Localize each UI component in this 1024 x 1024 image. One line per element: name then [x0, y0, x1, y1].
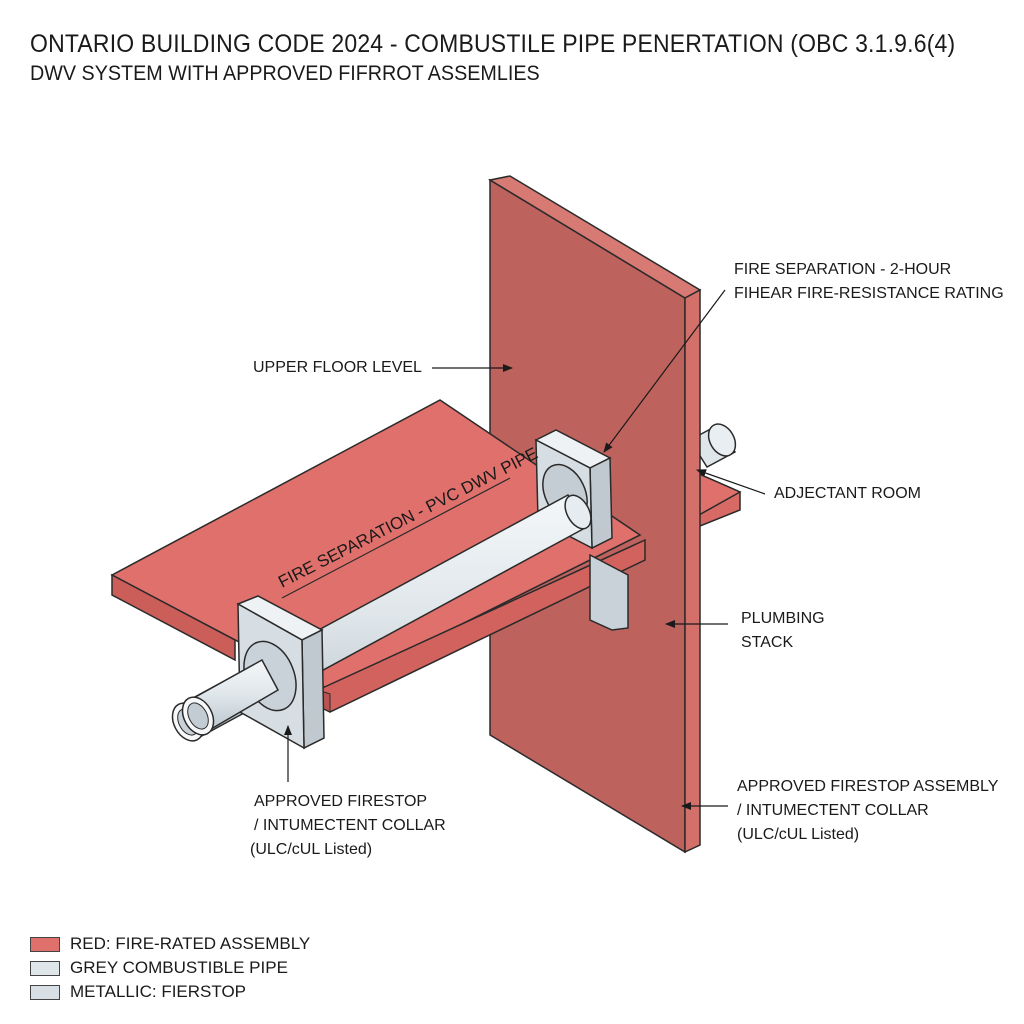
legend-item-combustible-pipe: GREY COMBUSTIBLE PIPE: [30, 956, 310, 980]
legend-label-fire-rated: RED: FIRE-RATED ASSEMBLY: [70, 934, 311, 953]
label-firestop-right-line3: (ULC/cUL Listed): [737, 826, 860, 843]
legend-item-firestop: METALLIC: FIERSTOP: [30, 980, 310, 1004]
legend-item-fire-rated: RED: FIRE-RATED ASSEMBLY: [30, 932, 310, 956]
label-firestop-right-line1: APPROVED FIRESTOP ASSEMBLY: [737, 778, 999, 795]
label-fire-separation-line2: FIHEAR FIRE-RESISTANCE RATING: [734, 285, 1004, 302]
slab-left-edge: [111, 573, 236, 662]
label-firestop-left-line3: (ULC/cUL Listed): [250, 841, 373, 858]
legend-label-combustible-pipe: GREY COMBUSTIBLE PIPE: [70, 958, 288, 977]
leader-lines: [284, 289, 766, 810]
legend-swatch-combustible-pipe: [30, 960, 60, 976]
legend-label-firestop: METALLIC: FIERSTOP: [70, 982, 247, 1001]
label-plumbing-line2: STACK: [741, 634, 794, 651]
label-firestop-left-line1: APPROVED FIRESTOP: [254, 793, 428, 810]
label-upper-floor: UPPER FLOOR LEVEL: [253, 359, 422, 376]
pipe-label-underline: [281, 477, 511, 599]
label-fire-separation-rating: FIRE SEPARATION - 2-HOUR FIHEAR FIRE-RES…: [734, 258, 1004, 306]
label-firestop-right-line2: / INTUMECTENT COLLAR: [737, 802, 929, 819]
label-firestop-right: APPROVED FIRESTOP ASSEMBLY / INTUMECTENT…: [737, 775, 998, 847]
arrow-fire-separation: [603, 289, 726, 453]
legend-swatch-firestop: [30, 984, 60, 1000]
pipe-stub-adjacent: [688, 423, 737, 468]
diagram-subtitle: DWV SYSTEM WITH APPROVED FIFRROT ASSEMLI…: [30, 62, 540, 85]
label-fire-separation-line1: FIRE SEPARATION - 2-HOUR: [734, 261, 952, 278]
label-adjacent-room: ADJECTANT ROOM: [774, 485, 921, 502]
legend: RED: FIRE-RATED ASSEMBLY GREY COMBUSTIBL…: [30, 932, 310, 1004]
wall-side-face: [684, 288, 701, 854]
firestop-collar-left: [181, 595, 325, 750]
label-plumbing-stack: PLUMBING STACK: [741, 607, 825, 655]
arrow-adjacent-room: [696, 469, 766, 495]
diagram-title: ONTARIO BUILDING CODE 2024 - COMBUSTILE …: [30, 30, 956, 58]
legend-swatch-fire-rated: [30, 936, 60, 952]
label-firestop-left-line2: / INTUMECTENT COLLAR: [254, 817, 446, 834]
label-firestop-left: APPROVED FIRESTOP / INTUMECTENT COLLAR (…: [250, 790, 446, 862]
label-plumbing-line1: PLUMBING: [741, 610, 825, 627]
